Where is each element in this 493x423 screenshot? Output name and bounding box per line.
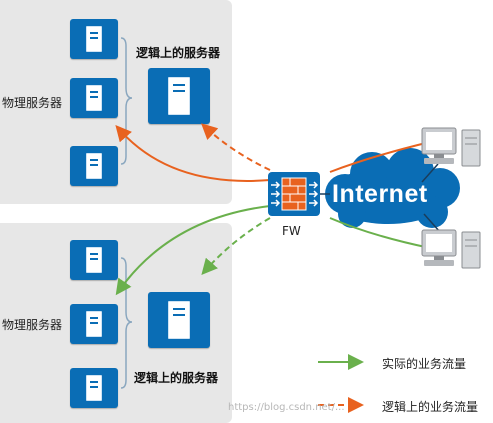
internet-cloud-icon bbox=[325, 148, 460, 228]
client-pc-icon bbox=[420, 126, 486, 174]
green-flow-solid bbox=[115, 205, 271, 296]
logical-server-label: 逻辑上的服务器 bbox=[136, 46, 221, 60]
physical-server-label: 物理服务器 bbox=[2, 318, 63, 332]
watermark-text: https://blog.csdn.net/... bbox=[228, 402, 345, 413]
logical-server-icon bbox=[148, 292, 210, 348]
top-group-brace bbox=[120, 37, 133, 165]
physical-server-label: 物理服务器 bbox=[2, 96, 63, 110]
firewall-label: FW bbox=[282, 224, 301, 238]
physical-server-icon bbox=[70, 304, 118, 344]
internet-label: Internet bbox=[332, 180, 428, 208]
firewall-icon bbox=[268, 172, 320, 216]
green-flow-from-pc bbox=[329, 217, 431, 249]
orange-flow-dashed bbox=[201, 123, 271, 171]
legend-actual-label: 实际的业务流量 bbox=[382, 357, 467, 371]
green-flow-dashed bbox=[201, 217, 271, 276]
logical-server-label: 逻辑上的服务器 bbox=[134, 371, 219, 385]
physical-server-icon bbox=[70, 78, 118, 118]
logical-server-icon bbox=[148, 68, 210, 124]
bottom-group-brace bbox=[120, 257, 133, 389]
orange-flow-solid bbox=[115, 124, 271, 182]
physical-server-icon bbox=[70, 146, 118, 186]
physical-server-icon bbox=[70, 19, 118, 59]
physical-server-icon bbox=[70, 240, 118, 280]
physical-server-icon bbox=[70, 368, 118, 408]
client-pc-icon bbox=[420, 228, 486, 276]
orange-flow-from-pc bbox=[329, 141, 431, 173]
legend-logical-label: 逻辑上的业务流量 bbox=[382, 400, 479, 414]
